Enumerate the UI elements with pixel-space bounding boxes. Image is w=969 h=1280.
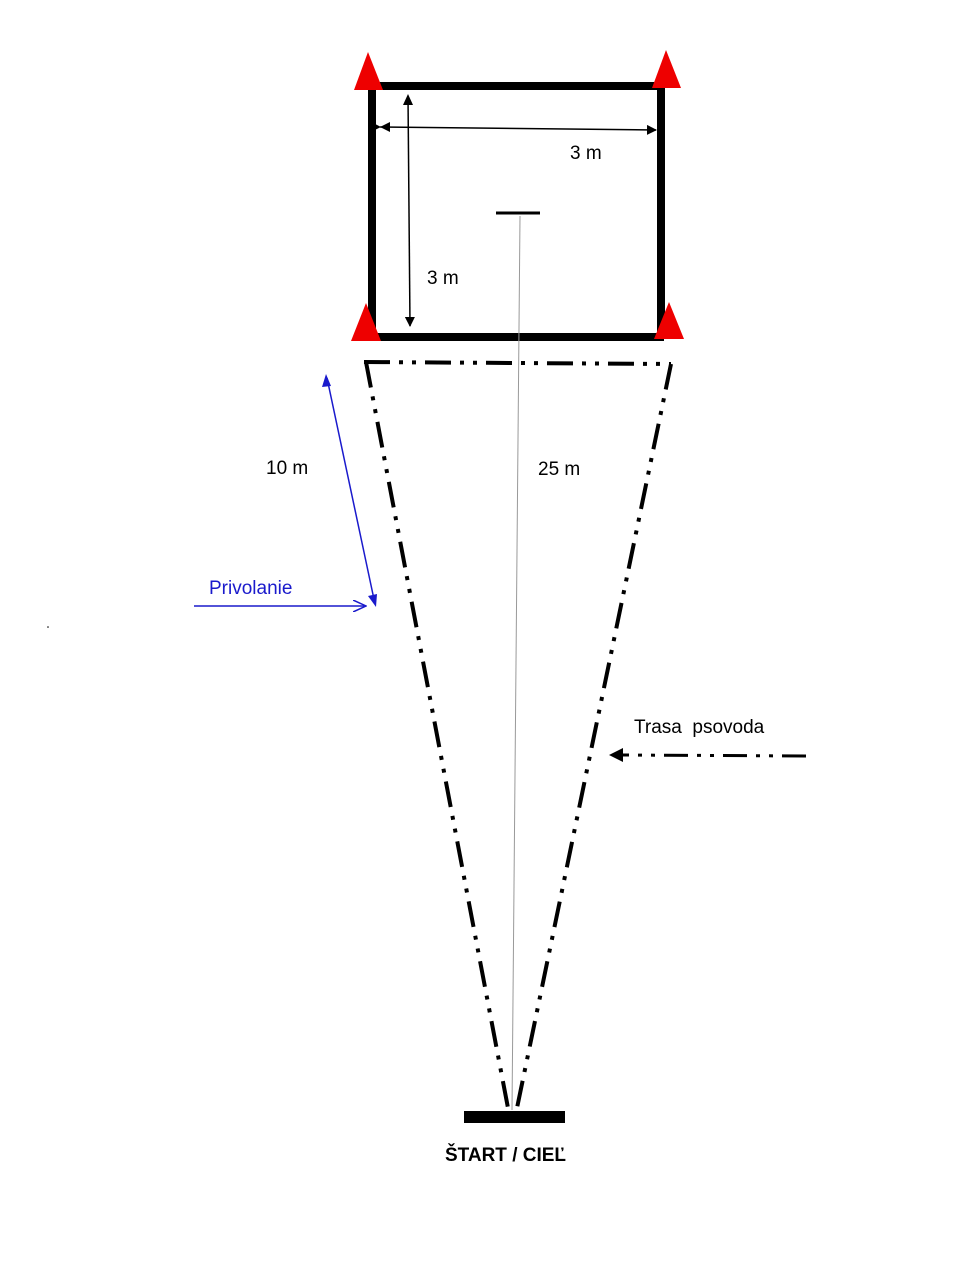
course-length-label: 25 m (538, 459, 581, 480)
handler-path-legend-arrow (619, 753, 807, 758)
width-dimension-arrow (370, 121, 657, 135)
handler-path (363, 360, 673, 1109)
cone-icon (354, 52, 383, 90)
cone-icon (654, 302, 684, 339)
center-line (511, 215, 521, 1111)
recall-distance-label: 10 m (266, 458, 309, 479)
start-finish-label: ŠTART / CIEĽ (445, 1145, 567, 1166)
cone-icon (351, 303, 381, 341)
height-dimension-label: 3 m (427, 268, 459, 289)
cone-icon (652, 50, 681, 88)
start-finish-bar (464, 1111, 565, 1123)
recall-label: Privolanie (209, 578, 293, 599)
handler-path-label: Trasa psovoda (634, 717, 765, 738)
width-dimension-label: 3 m (570, 143, 602, 164)
recall-distance-arrow (326, 377, 376, 605)
height-dimension-arrow (404, 95, 415, 327)
arrow-head-icon (609, 748, 623, 762)
